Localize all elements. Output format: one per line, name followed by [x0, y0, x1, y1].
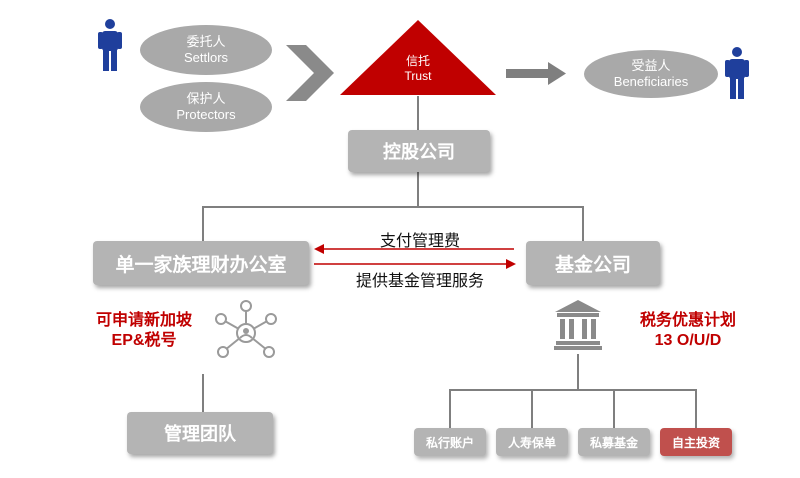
- service-box-self-investment: 自主投资: [660, 428, 732, 456]
- protectors-ellipse: 保护人 Protectors: [140, 82, 272, 132]
- settlors-en: Settlors: [183, 50, 229, 65]
- chevron-arrow: [286, 45, 334, 101]
- beneficiaries-en: Beneficiaries: [613, 74, 689, 89]
- person-icon: [725, 47, 749, 99]
- management-team-box: 管理团队: [127, 412, 273, 454]
- arrow-bottom-label: 提供基金管理服务: [356, 271, 485, 290]
- fund-company-label: 基金公司: [554, 254, 631, 276]
- trust-label: 信托 Trust: [378, 54, 458, 84]
- trust-triangle: [340, 20, 496, 95]
- bank-icon: [554, 300, 602, 350]
- management-team-label: 管理团队: [164, 424, 236, 444]
- family-office-box: 单一家族理财办公室: [93, 241, 309, 285]
- right-note-line2: 13 O/U/D: [654, 332, 722, 349]
- beneficiaries-ellipse: 受益人 Beneficiaries: [584, 50, 718, 98]
- service-label: 人寿保单: [507, 435, 556, 450]
- right-note-line1: 税务优惠计划: [639, 312, 736, 329]
- service-box-life-insurance: 人寿保单: [496, 428, 568, 456]
- holding-company-box: 控股公司: [348, 130, 490, 172]
- right-note: 税务优惠计划 13 O/U/D: [618, 311, 758, 351]
- arrow-to-beneficiaries-head: [548, 62, 566, 85]
- protectors-zh: 保护人: [186, 91, 226, 106]
- service-label: 自主投资: [671, 435, 720, 450]
- beneficiaries-zh: 受益人: [631, 58, 671, 73]
- left-note-line2: EP&税号: [111, 332, 177, 349]
- left-note-line1: 可申请新加坡: [95, 312, 192, 329]
- protectors-en: Protectors: [176, 107, 236, 122]
- arrow-top-label: 支付管理费: [380, 231, 461, 250]
- service-label: 私行账户: [425, 435, 474, 450]
- person-icon: [98, 19, 122, 71]
- settlors-ellipse: 委托人 Settlors: [140, 25, 272, 75]
- service-box-private-fund: 私募基金: [578, 428, 650, 456]
- trust-en: Trust: [404, 69, 432, 83]
- arrow-to-beneficiaries-shaft: [506, 69, 550, 78]
- red-arrow-top-head: [314, 244, 324, 254]
- service-label: 私募基金: [589, 435, 638, 450]
- trust-zh: 信托: [405, 54, 430, 68]
- settlors-zh: 委托人: [186, 34, 226, 49]
- red-arrow-bottom-head: [506, 259, 516, 269]
- holding-company-label: 控股公司: [383, 142, 455, 162]
- left-note: 可申请新加坡 EP&税号: [74, 311, 214, 351]
- family-office-label: 单一家族理财办公室: [115, 254, 287, 276]
- network-icon: [215, 300, 277, 358]
- fund-company-box: 基金公司: [526, 241, 660, 285]
- service-box-private-bank: 私行账户: [414, 428, 486, 456]
